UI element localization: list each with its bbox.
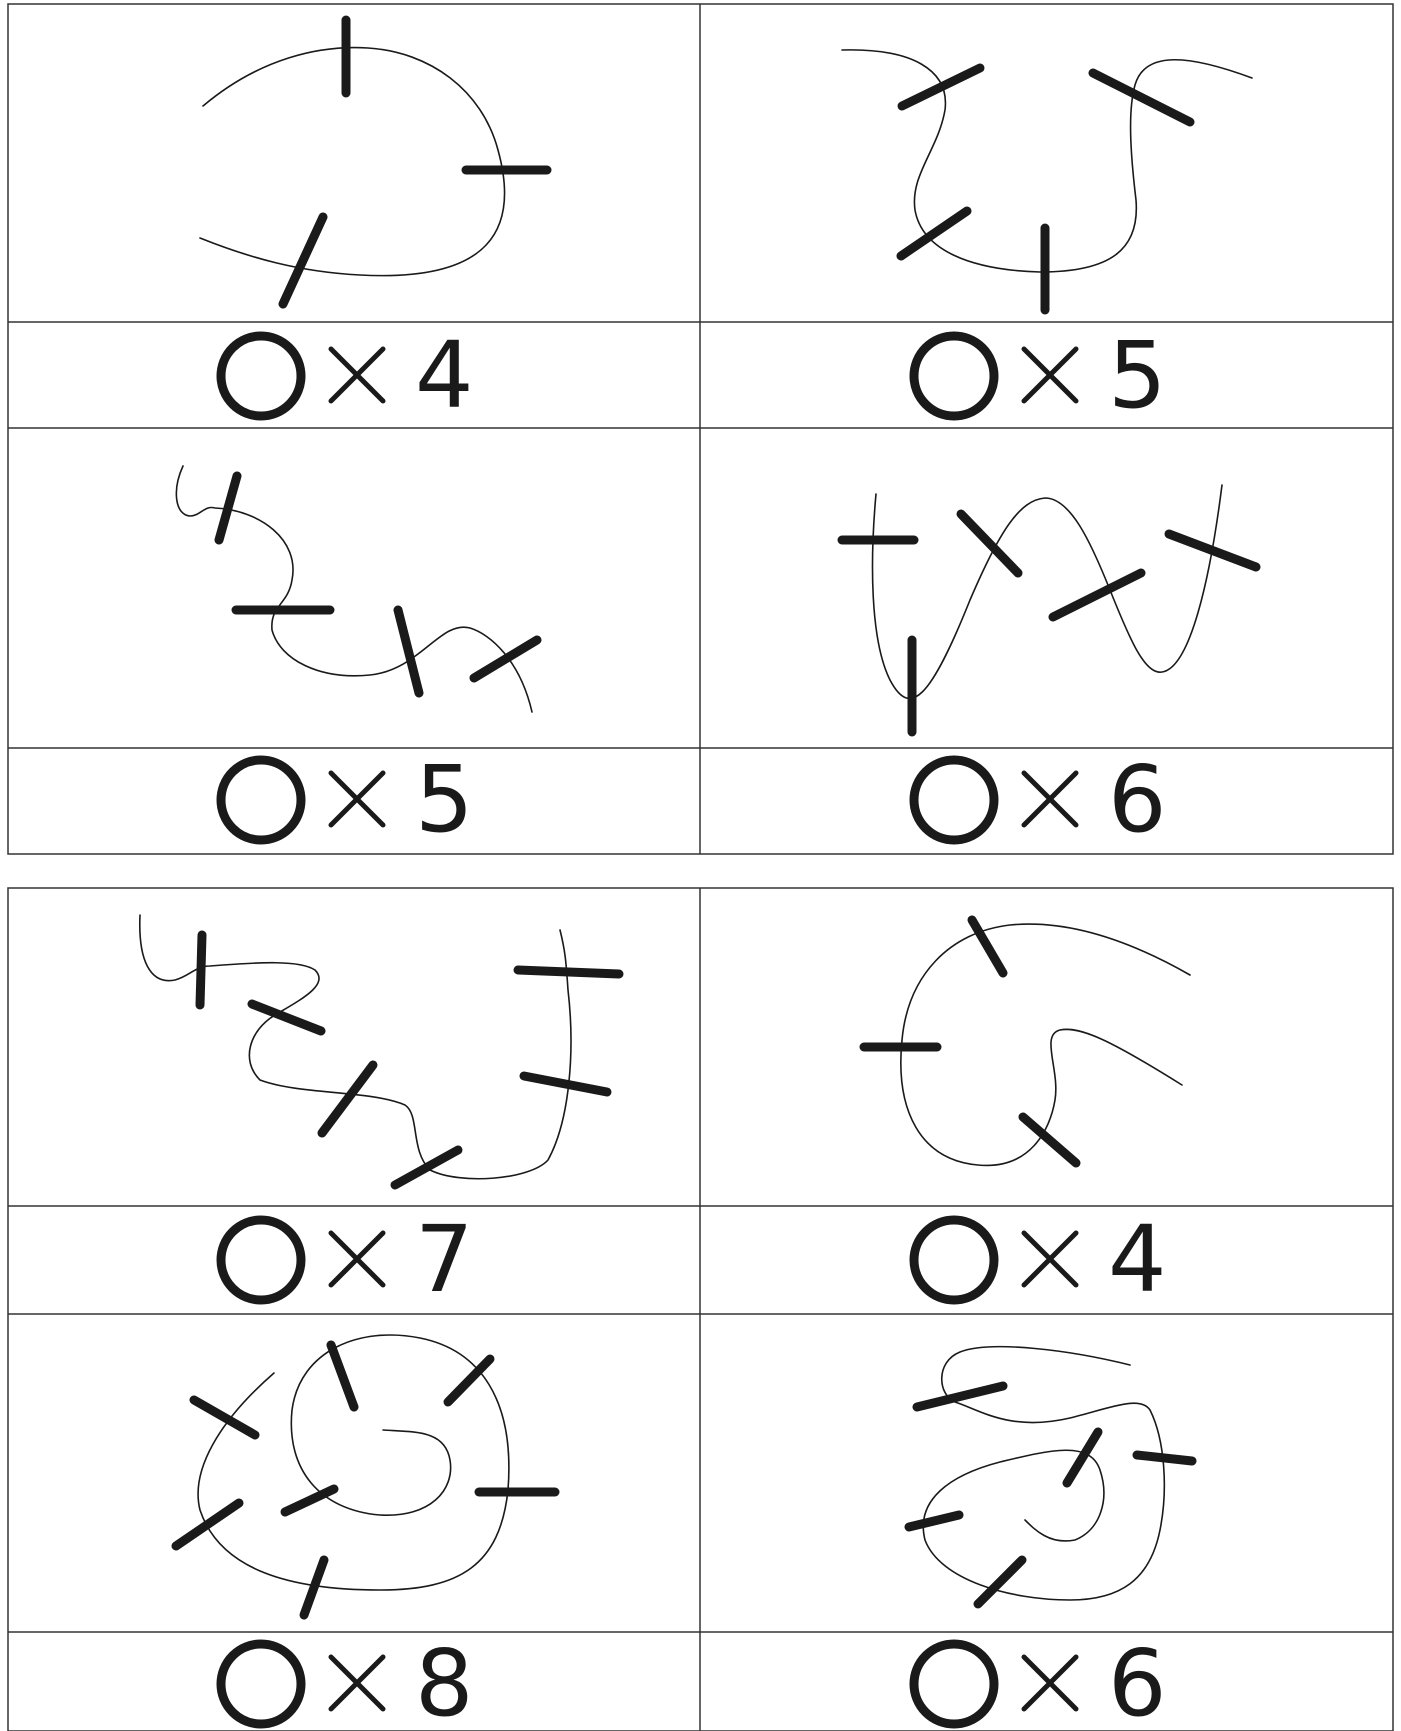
cut-mark: [171, 1498, 244, 1551]
cut-mark: [513, 965, 624, 979]
answer-count: 5: [1108, 322, 1167, 429]
cut-mark: [443, 1354, 495, 1407]
cut-mark: [390, 1145, 463, 1190]
circle-icon: [216, 755, 306, 845]
answer-count: 6: [1108, 746, 1167, 853]
cut-mark: [278, 212, 328, 309]
times-icon: [328, 1230, 386, 1288]
cut-mark: [1132, 1450, 1197, 1466]
cut-mark: [896, 206, 972, 261]
circle-icon: [216, 1639, 306, 1729]
puzzle-1-figure: [199, 15, 552, 309]
times-icon: [1021, 1230, 1079, 1288]
puzzle-3-figure: [175, 465, 542, 713]
puzzle-2-figure: [841, 49, 1253, 315]
puzzle-4-figure: [837, 484, 1261, 737]
cut-mark: [1062, 1427, 1103, 1488]
circle-icon: [909, 1215, 999, 1305]
cut-mark: [904, 1510, 964, 1532]
string-curve: [197, 1334, 510, 1591]
answer-count: 6: [1108, 1630, 1167, 1731]
string-curve: [871, 484, 1223, 700]
answer-label: 8: [216, 1630, 474, 1731]
answer-label: 6: [909, 1630, 1167, 1731]
answer-label: 5: [216, 746, 474, 853]
circle-icon: [909, 755, 999, 845]
cut-mark: [912, 1381, 1008, 1412]
answer-count: 8: [415, 1630, 474, 1731]
cut-mark: [1088, 68, 1195, 127]
times-icon: [1021, 1654, 1079, 1712]
cut-mark: [1048, 568, 1146, 622]
answer-label: 5: [909, 322, 1167, 429]
circle-icon: [909, 1639, 999, 1729]
answer-count: 4: [1108, 1206, 1167, 1313]
string-curve: [175, 465, 533, 713]
string-curve: [841, 49, 1253, 273]
cut-mark: [326, 1340, 359, 1412]
cut-mark: [469, 635, 542, 683]
puzzle-7-figure: [171, 1334, 560, 1620]
times-icon: [328, 1654, 386, 1712]
answer-label: 4: [909, 1206, 1167, 1313]
puzzle-6-figure: [859, 915, 1191, 1168]
cut-mark: [280, 1484, 339, 1517]
answer-count: 4: [415, 322, 474, 429]
circle-icon: [216, 1215, 306, 1305]
cut-mark: [195, 930, 207, 1010]
times-icon: [328, 770, 386, 828]
cut-mark: [317, 1060, 378, 1138]
cut-mark: [973, 1555, 1027, 1609]
string-curve: [139, 914, 572, 1180]
cut-mark: [247, 999, 326, 1036]
answer-label: 6: [909, 746, 1167, 853]
string-curve: [900, 923, 1191, 1167]
circle-icon: [216, 331, 306, 421]
puzzle-5-figure: [139, 914, 624, 1190]
cut-mark: [1164, 529, 1261, 572]
times-icon: [1021, 770, 1079, 828]
answer-label: 4: [216, 322, 474, 429]
string-curve: [922, 1345, 1166, 1601]
circle-icon: [909, 331, 999, 421]
cut-mark: [897, 63, 985, 111]
cut-mark: [519, 1071, 612, 1097]
cut-mark: [967, 915, 1008, 978]
cut-mark: [393, 605, 424, 698]
cut-mark: [956, 509, 1023, 578]
table-bottom: [7, 887, 1394, 1731]
cut-mark: [1018, 1112, 1081, 1168]
times-icon: [328, 346, 386, 404]
answer-count: 7: [415, 1206, 474, 1313]
puzzle-8-figure: [904, 1345, 1197, 1609]
table-top: [7, 3, 1394, 855]
answer-label: 7: [216, 1206, 474, 1313]
cut-mark: [214, 471, 242, 545]
times-icon: [1021, 346, 1079, 404]
cut-mark: [299, 1555, 329, 1620]
cut-mark: [189, 1395, 260, 1440]
string-curve: [199, 46, 506, 277]
answer-count: 5: [415, 746, 474, 853]
